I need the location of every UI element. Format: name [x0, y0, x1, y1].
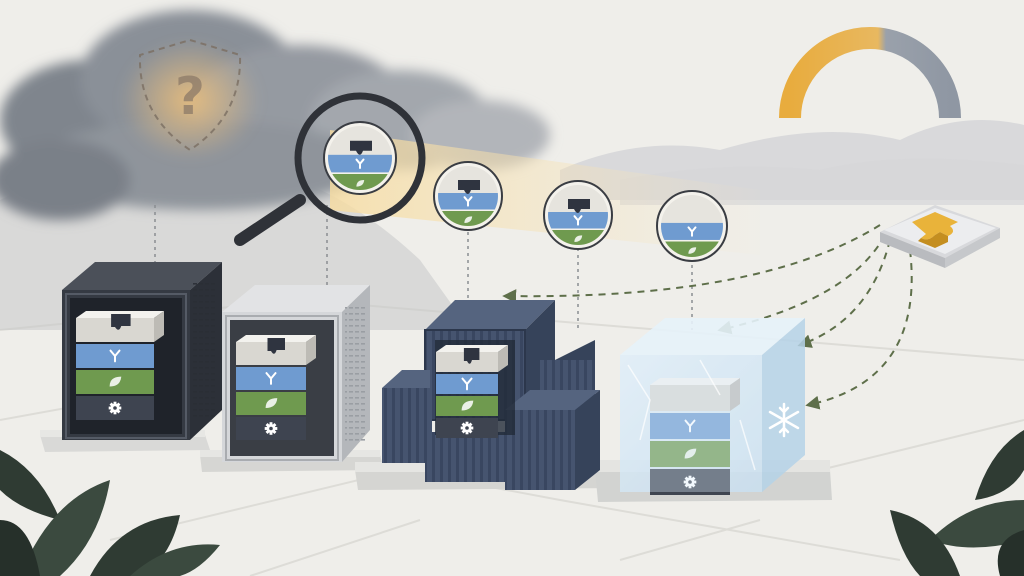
puzzle-piece-icon	[111, 314, 131, 330]
branch-icon	[355, 158, 365, 169]
layer-stack	[236, 335, 316, 440]
layer-stack	[436, 345, 508, 438]
cap-layer	[436, 345, 508, 372]
puzzle-piece-icon	[350, 140, 372, 155]
gauge-icon	[779, 27, 961, 119]
branch-icon	[461, 377, 473, 391]
blue-layer	[76, 344, 154, 368]
gear-layer	[236, 417, 306, 440]
green-layer	[650, 441, 730, 467]
lens-row	[323, 121, 728, 262]
green-layer	[76, 370, 154, 394]
plant-left	[0, 450, 220, 576]
puzzle-card	[880, 205, 1000, 268]
branch-icon	[109, 349, 121, 363]
leaf-icon	[684, 448, 697, 459]
branch-icon	[684, 419, 696, 433]
gear-icon	[683, 475, 697, 489]
shield-icon: ?	[138, 38, 242, 152]
magnified-lens	[433, 161, 503, 231]
gear-layer	[650, 469, 730, 495]
branch-icon	[265, 372, 277, 385]
storm-cloud: ?	[0, 10, 550, 220]
gear-icon	[264, 422, 278, 435]
green-layer	[436, 396, 498, 416]
light-beam	[330, 130, 760, 255]
leaf-icon	[464, 216, 473, 223]
gear-icon	[460, 421, 474, 435]
puzzle-piece-icon	[568, 199, 590, 213]
magnifier-icon	[234, 92, 426, 246]
gear-layer	[76, 396, 154, 420]
plant-right	[890, 430, 1024, 576]
layer-stack	[76, 311, 164, 420]
leaf-icon	[688, 247, 697, 254]
leaf-icon	[461, 400, 474, 411]
puzzle-piece-icon	[267, 338, 285, 354]
puzzle-piece-icon	[912, 212, 958, 248]
question-mark: ?	[175, 67, 205, 127]
leaf-icon	[109, 376, 122, 387]
blue-layer	[436, 374, 498, 394]
magnified-lens	[543, 180, 613, 250]
puzzle-piece-icon	[458, 180, 480, 194]
drop-lines	[154, 205, 693, 330]
gear-layer	[436, 418, 498, 438]
cap-layer	[76, 311, 164, 342]
ice-front	[620, 355, 800, 492]
gear-icon	[108, 401, 122, 415]
branch-icon	[463, 196, 473, 207]
magnified-lens	[323, 121, 397, 195]
magnified-lens	[656, 190, 728, 262]
snowflake-icon	[768, 402, 800, 438]
puzzle-piece-icon	[463, 348, 480, 364]
connector-arrows	[502, 224, 913, 410]
branch-icon	[573, 215, 583, 226]
cap-layer	[236, 335, 316, 365]
leaf-icon	[265, 398, 278, 408]
leaf-icon	[356, 180, 365, 187]
branch-icon	[687, 226, 697, 237]
green-layer	[236, 392, 306, 415]
blue-layer	[236, 367, 306, 390]
leaf-icon	[574, 235, 583, 242]
blue-layer	[650, 413, 730, 439]
layer-stack	[650, 378, 740, 495]
